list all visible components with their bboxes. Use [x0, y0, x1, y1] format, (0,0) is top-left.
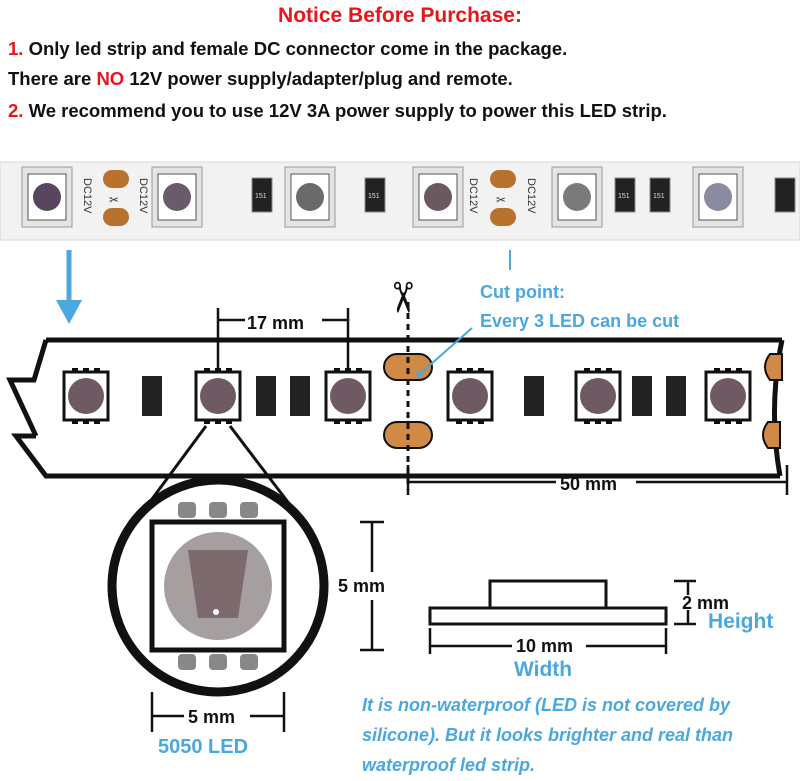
resistors	[142, 376, 686, 416]
notice-item-2-text: We recommend you to use 12V 3A power sup…	[28, 100, 667, 121]
strip-width-label: 10 mm	[516, 636, 574, 656]
photo-scissors-icon: ✂	[109, 193, 119, 207]
photo-led	[284, 166, 336, 228]
strip-break-mark	[6, 339, 49, 438]
photo-led	[412, 166, 464, 228]
strip-cross-section	[428, 606, 668, 626]
segment-dimension	[406, 465, 789, 495]
led-width-label: 5 mm	[188, 707, 235, 727]
photo-scissors-icon: ✂	[496, 193, 506, 207]
photo-resistor-code: 151	[618, 193, 630, 200]
waterproof-note: It is non-waterproof (LED is not covered…	[362, 695, 734, 775]
zoom-led-dot	[213, 609, 219, 615]
notice-line-2-post: 12V power supply/adapter/plug and remote…	[124, 68, 513, 89]
photo-led	[551, 166, 603, 228]
led-chip	[194, 368, 242, 424]
strip-bottom-edge	[11, 433, 780, 479]
notice-item-2-number: 2.	[8, 100, 24, 121]
notice-line-2-pre: There are	[8, 68, 97, 89]
led-cross-section	[488, 579, 608, 610]
photo-resistor-code: 151	[255, 193, 267, 200]
notice-line-2-no: NO	[96, 68, 125, 89]
led-chip	[446, 368, 494, 424]
notice-item-2: 2. We recommend you to use 12V 3A power …	[8, 100, 667, 122]
photo-resistor-code: 151	[653, 193, 665, 200]
led-chip	[324, 368, 372, 424]
zoom-led-die	[188, 550, 248, 618]
photo-led	[151, 166, 203, 228]
led-height-dimension	[360, 520, 384, 652]
strip-diagram: 17 mm ✂ 50 mm 5 mm 5	[6, 250, 789, 732]
led-chip	[574, 368, 622, 424]
width-word: Width	[514, 658, 573, 681]
notice-item-1-number: 1.	[8, 38, 24, 59]
notice-item-1: 1. Only led strip and female DC connecto…	[8, 38, 567, 60]
photo-marking: DC12V	[525, 178, 537, 214]
led-chip	[62, 368, 110, 424]
spacing-dimension	[216, 308, 350, 368]
photo-link-arrowhead	[56, 300, 82, 324]
led-chip	[704, 368, 752, 424]
notice-line-2: There are NO 12V power supply/adapter/pl…	[8, 68, 513, 90]
segment-label: 50 mm	[560, 474, 617, 494]
photo-copper-pads	[103, 170, 516, 226]
strip-height-dimension	[674, 579, 696, 626]
strip-height-label: 2 mm	[682, 593, 730, 613]
spacing-label: 17 mm	[247, 313, 304, 333]
photo-marking: DC12V	[81, 178, 93, 214]
led-strip-photo: 151 151 151 151 ✂ ✂ DC12V DC12V DC12V DC…	[0, 161, 800, 241]
notice-item-1-text: Only led strip and female DC connector c…	[28, 38, 568, 59]
photo-led	[692, 166, 744, 228]
scissors-icon: ✂	[379, 280, 426, 315]
photo-led	[21, 166, 73, 228]
cut-pointer-line	[421, 327, 473, 373]
photo-marking: DC12V	[467, 178, 479, 214]
photo-marking: DC12V	[137, 178, 149, 214]
cut-point-title: Cut point:	[480, 282, 565, 302]
zoom-pads	[178, 502, 258, 670]
cut-pointer-dot	[416, 371, 422, 377]
strip-width-dimension	[428, 628, 668, 654]
led-width-dimension	[150, 692, 286, 732]
cut-point-detail: Every 3 LED can be cut	[480, 311, 680, 331]
photo-resistors	[251, 177, 796, 213]
led-name: 5050 LED	[158, 736, 249, 758]
photo-resistor-code: 151	[368, 193, 380, 200]
led-height-label: 5 mm	[338, 576, 385, 596]
height-word: Height	[708, 610, 774, 633]
notice-title: Notice Before Purchase:	[278, 4, 522, 27]
